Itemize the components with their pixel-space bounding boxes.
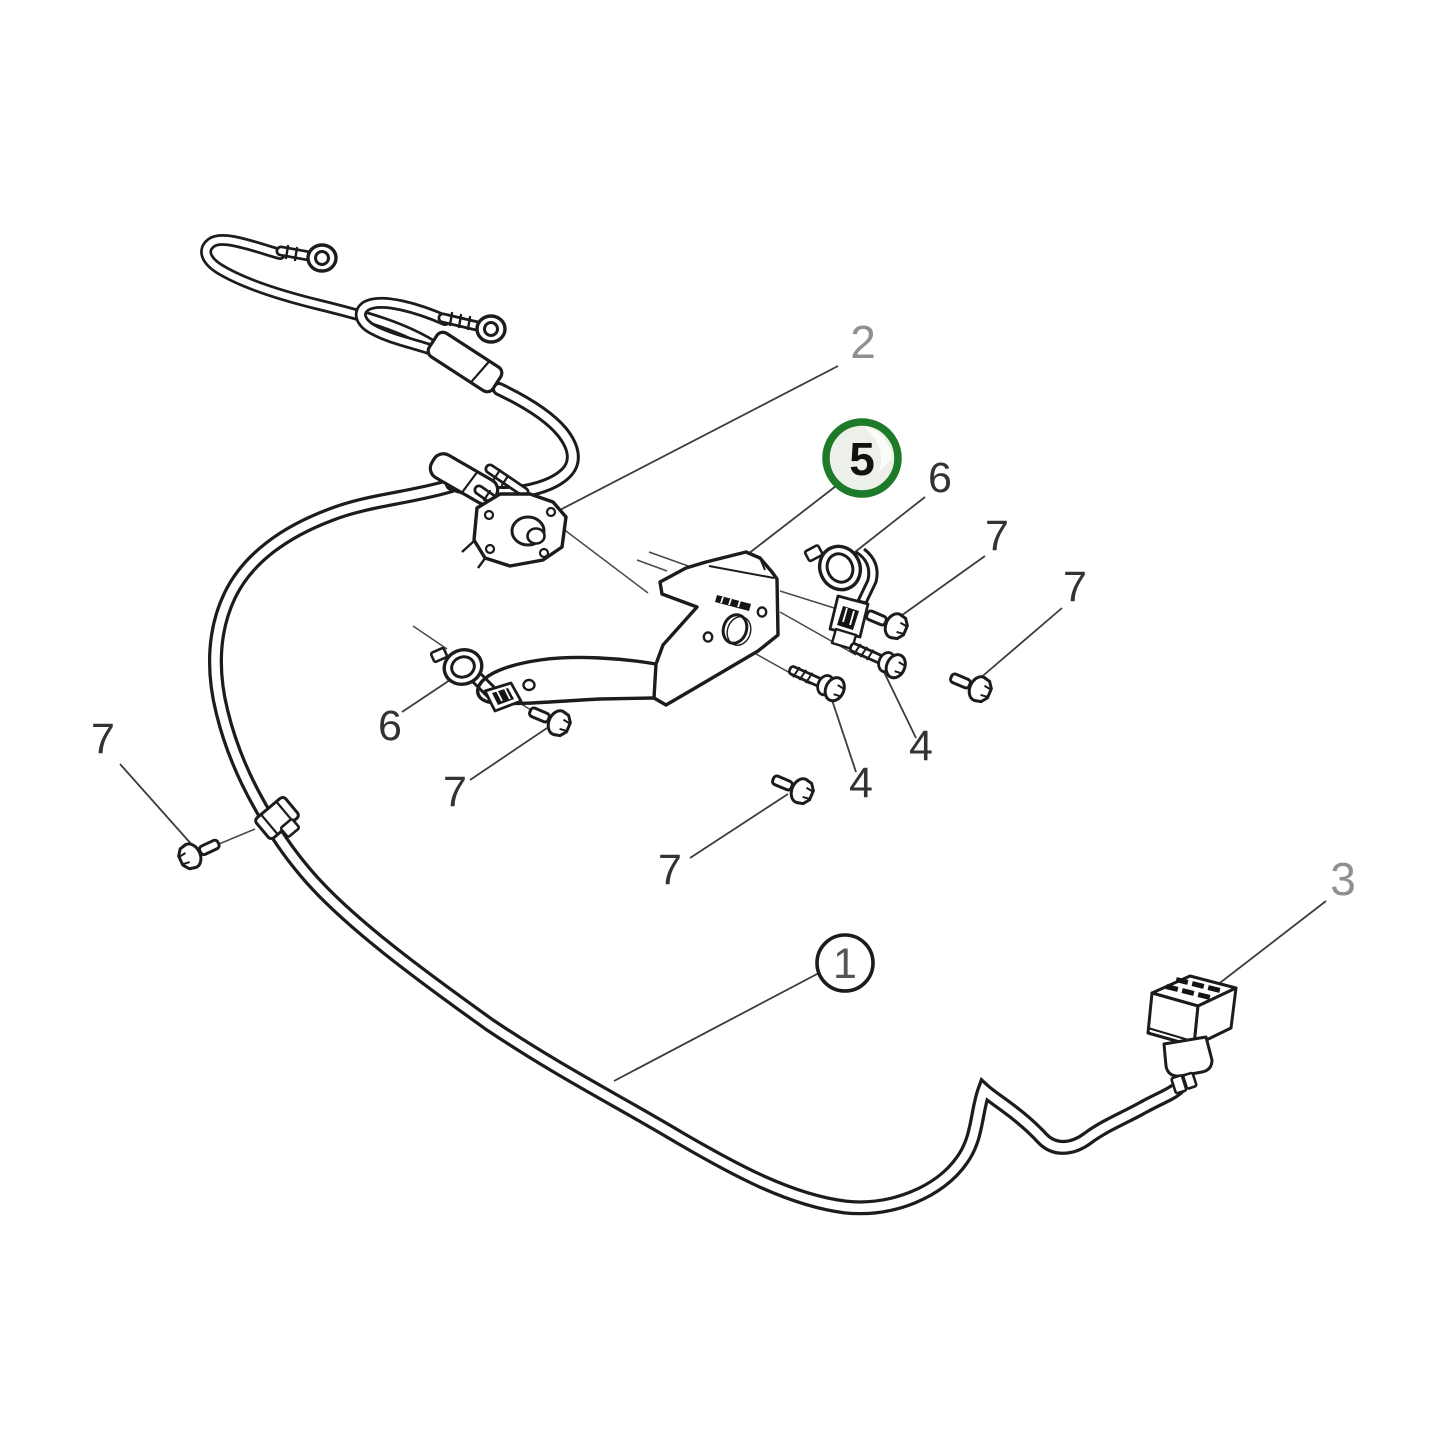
leader-callout-2 (555, 365, 839, 513)
leader-callout-5 (747, 485, 837, 555)
leader-callout-7-far-left (119, 763, 194, 847)
callouts-layer: 2 3 6 7 7 4 4 6 7 7 7 1 5 (91, 316, 1356, 993)
terminal-block (461, 492, 568, 569)
upper-cable-assembly-part-2 (200, 233, 580, 519)
svg-text:1: 1 (833, 940, 857, 988)
bracket-hole-small-left (702, 631, 714, 643)
bracket-hole-small-right (756, 606, 768, 618)
callout-4-right[interactable]: 4 (909, 722, 933, 770)
leader-callout-6-left (401, 677, 454, 713)
callout-4-mid[interactable]: 4 (849, 759, 873, 807)
bolt-7-bottom (771, 774, 815, 806)
highlight-glare (864, 426, 893, 472)
leader-callout-6-right (854, 496, 926, 553)
bracket-plate (652, 550, 780, 707)
ring-terminal-a (275, 243, 338, 273)
callout-6-left[interactable]: 6 (378, 702, 402, 750)
ring-terminal-b (437, 311, 507, 344)
highlight-ring (822, 418, 902, 498)
cable-clip (254, 795, 301, 841)
bracket-slot (715, 595, 751, 611)
callout-3[interactable]: 3 (1330, 853, 1356, 905)
main-cable-core (211, 481, 1183, 1212)
callout-7-far-left[interactable]: 7 (91, 715, 115, 763)
callout-7-right[interactable]: 7 (1063, 563, 1087, 611)
bolt-7-right (949, 672, 993, 704)
connector-crimp (1170, 1071, 1198, 1095)
cable-sleeve (426, 330, 504, 394)
bolt-7-left (528, 706, 572, 738)
callout-7-top-right[interactable]: 7 (985, 512, 1009, 560)
leader-lines (119, 365, 1327, 1082)
callout-2[interactable]: 2 (850, 316, 876, 368)
callout-7-bottom[interactable]: 7 (658, 846, 682, 894)
leader-callout-4-a (830, 696, 857, 773)
screw-4-mid (787, 665, 846, 703)
clamp-right-part-6 (803, 544, 879, 651)
callout-7-left[interactable]: 7 (443, 768, 467, 816)
mounting-bracket-part-5 (476, 550, 780, 707)
connector-part-3 (1146, 974, 1238, 1095)
screws-part-4 (787, 642, 907, 703)
bracket-arm (476, 655, 657, 706)
svg-text:5: 5 (849, 433, 875, 485)
assembly-axis-lines (218, 524, 883, 845)
bolt-7-far-left (177, 838, 221, 871)
leader-callout-1 (613, 972, 820, 1082)
leader-callout-7-top-right (897, 555, 986, 619)
callout-5-highlighted[interactable]: 5 (822, 418, 902, 498)
bolts-part-7 (177, 609, 993, 871)
callout-1[interactable]: 1 (815, 933, 875, 993)
callout-6-right[interactable]: 6 (928, 454, 952, 502)
leader-callout-3 (1211, 900, 1327, 990)
leader-callout-7-bottom (689, 793, 789, 859)
screw-4-right (848, 642, 907, 680)
clamp-left-part-6 (429, 646, 523, 713)
leader-callout-7-left (469, 727, 548, 781)
leader-callout-7-right (977, 607, 1063, 681)
connector-boot (1162, 1035, 1214, 1078)
leader-callout-4-b (883, 671, 917, 739)
bolt-7-top-right (865, 609, 909, 641)
main-cable-part-1 (207, 478, 1186, 1216)
